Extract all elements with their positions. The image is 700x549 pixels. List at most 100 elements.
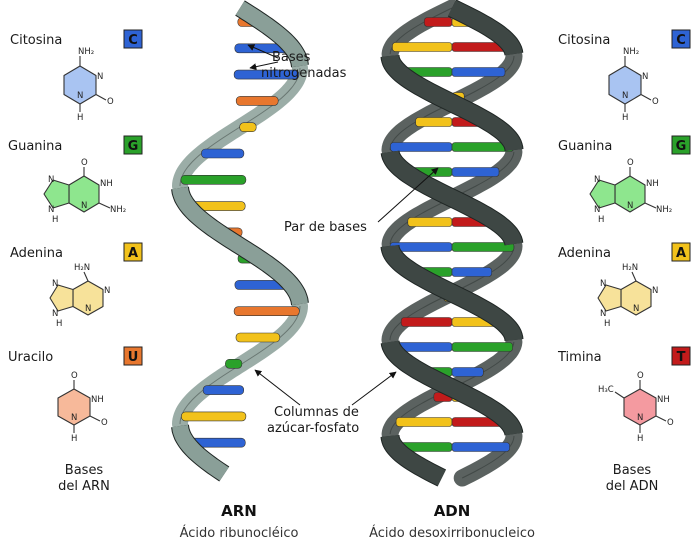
svg-text:H₂N: H₂N [622,263,638,273]
svg-text:N: N [71,413,77,423]
rna-rung-guanine [225,358,243,369]
base-letter: G [676,139,687,154]
base-badge [671,135,691,155]
svg-text:H: H [598,215,604,225]
rna-strand-front [172,424,229,481]
rna-rung-uracil [235,96,279,106]
label-columnas-2: azúcar-fosfato [267,421,359,436]
rna-rung-guanine [180,175,247,185]
annotations: Bases nitrogenadas Par de bases Columnas… [247,44,439,436]
rna-rung-adenine [235,332,281,343]
base-badge [123,135,143,155]
svg-text:N: N [600,279,606,289]
base-name: Guanina [558,139,612,154]
base-name: Uracilo [8,350,53,365]
base-badge [123,29,143,49]
dna-strand-front [381,55,523,151]
dna-rung-thymine [400,317,453,327]
svg-text:N: N [97,72,103,82]
base-badge [671,242,691,262]
uracil-structure-icon: O NH N O H [57,371,108,444]
dna-rung-cytosine [451,367,484,377]
dna-rung-cytosine [451,442,510,452]
base-letter: U [128,350,139,365]
label-bases-nitrogenadas-2: nitrogenadas [261,66,347,81]
rna-strand-front [235,1,308,68]
svg-text:H: H [52,215,58,225]
rna-bases-caption-line2: del ARN [58,479,110,494]
svg-text:N: N [48,175,54,185]
cytosine-structure-icon: NH₂ N N O H [63,47,114,123]
svg-text:NH₂: NH₂ [78,47,94,57]
rna-base-cytosine: Citosina C NH₂ N N O H [10,29,143,123]
dna-bases-caption-line2: del ADN [606,479,659,494]
arrow-columnas-rna [254,369,301,406]
rna-backbone-front [171,0,309,482]
dna-backbone-front [380,0,524,487]
adenine-structure-icon: H₂N N N N N H [49,263,110,329]
svg-text:H: H [56,319,62,329]
svg-text:NH: NH [91,395,104,405]
svg-text:O: O [627,158,634,168]
rna-bases-legend: Citosina C NH₂ N N O H Guanina G [8,29,143,494]
svg-text:H: H [71,434,77,444]
svg-text:H: H [604,319,610,329]
rna-title: ARN [221,502,257,520]
rna-subtitle: Ácido ribunocléico [180,525,299,541]
dna-rung-guanine [451,242,515,252]
dna-rung-thymine [423,17,453,27]
cytosine-structure-icon: NH₂ N N O H [608,47,659,123]
svg-text:NH₂: NH₂ [656,205,672,215]
svg-text:NH: NH [657,395,670,405]
rna-rung-uracil [233,306,300,317]
base-letter: C [676,33,686,48]
svg-text:NH: NH [646,179,659,189]
svg-text:N: N [77,91,83,101]
base-letter: T [677,350,686,365]
svg-text:NH₂: NH₂ [110,205,126,215]
base-badge [671,346,691,366]
dna-strand-back [453,427,523,487]
svg-text:N: N [652,286,658,296]
base-name: Citosina [558,33,610,48]
svg-text:H: H [77,113,83,123]
rna-strand-front [172,186,308,306]
svg-text:N: N [594,205,600,215]
label-bases-nitrogenadas-1: Bases [272,50,311,65]
dna-strand-front [381,340,523,436]
adenine-structure-icon: H₂N N N N N H [597,263,658,329]
arrow-bases-2 [249,61,279,71]
svg-text:NH₂: NH₂ [623,47,639,57]
arrow-par-de-bases [377,167,439,223]
svg-text:N: N [52,309,58,319]
arrow-columnas-dna [351,371,397,406]
arrow-bases-1 [247,44,279,59]
rna-bases-caption-line1: Bases [65,463,104,478]
dna-rung-cytosine [451,167,500,177]
svg-text:N: N [637,413,643,423]
base-badge [671,29,691,49]
svg-text:H: H [622,113,628,123]
guanine-structure-icon: O NH NH₂ N N N H [589,158,672,225]
base-name: Adenina [558,246,611,261]
svg-text:O: O [667,418,674,428]
base-badge [123,242,143,262]
base-letter: A [676,246,686,261]
svg-text:N: N [622,91,628,101]
svg-text:O: O [81,158,88,168]
svg-text:H₃C: H₃C [598,385,614,395]
svg-text:N: N [48,205,54,215]
base-name: Timina [557,350,602,365]
dna-strand-back-edge [461,435,515,479]
base-letter: G [128,139,139,154]
rna-rung-cytosine [202,385,245,395]
thymine-structure-icon: H₃C O NH N O H [598,371,674,444]
rna-base-uracil: Uracilo U O NH N O H [8,346,143,444]
dna-rung-adenine [392,42,453,52]
base-letter: C [128,33,138,48]
rna-base-adenine: Adenina A H₂N N N N N H [10,242,143,329]
base-name: Citosina [10,33,62,48]
svg-text:N: N [85,304,91,314]
dna-strand-front [381,150,523,246]
rna-base-rungs [180,17,300,448]
